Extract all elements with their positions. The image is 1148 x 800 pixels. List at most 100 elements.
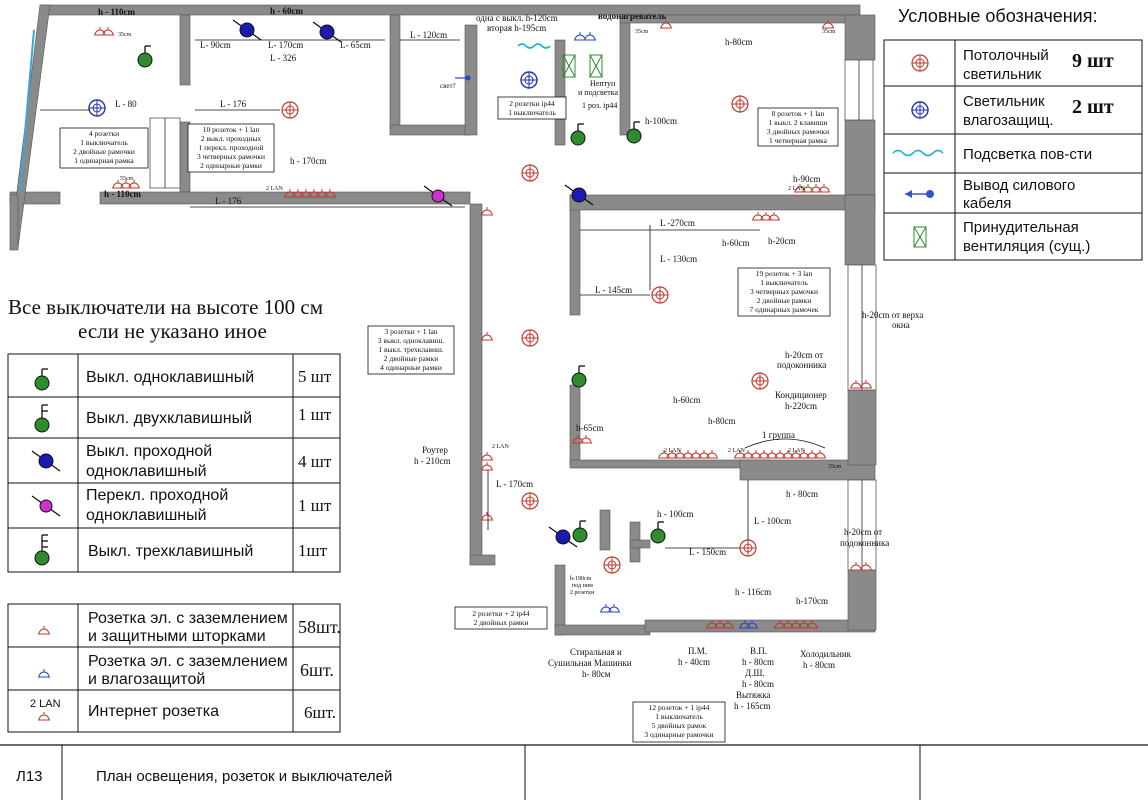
plan-label: L - 170cm <box>496 479 533 489</box>
socket-count: 6шт. <box>300 660 334 680</box>
socket-label: Розетка эл. с заземлением <box>88 653 288 670</box>
plan-notes: 4 розетки 1 выключатель 2 двойные рамочк… <box>59 96 839 743</box>
plan-label: h-190cm <box>570 576 592 582</box>
plan-label: подоконника <box>777 360 826 370</box>
legend-label: Принудительная <box>963 219 1079 236</box>
plan-label: h-90cm <box>793 174 821 184</box>
socket-legend: 2 LAN Розетка эл. с заземлением и защитн… <box>7 603 341 733</box>
svg-text:3 выкл. одноклавиш.: 3 выкл. одноклавиш. <box>378 336 445 345</box>
note-box: 8 розеток + 1 lan 1 выкл. 2 клавиши 3 дв… <box>757 107 839 147</box>
svg-text:2 розетки + 2 ip44: 2 розетки + 2 ip44 <box>472 609 530 618</box>
plan-label: h - 80cm <box>786 489 818 499</box>
plan-symbols <box>40 19 873 629</box>
switch-count: 5 шт <box>298 367 332 386</box>
plan-label: Стиральная и <box>570 647 622 657</box>
plan-label: 35cm <box>635 29 649 35</box>
sheet-number: Л13 <box>16 768 43 785</box>
plan-label: Кондиционер <box>775 390 827 400</box>
plan-label: Нептун <box>590 79 616 88</box>
plan-label: L - 120cm <box>410 30 447 40</box>
socket-count: 58шт. <box>298 617 341 637</box>
svg-text:7 одинарных рамочек: 7 одинарных рамочек <box>750 305 819 314</box>
plan-label: Д.Ш. <box>745 668 765 678</box>
svg-text:3 розетки + 1 lan: 3 розетки + 1 lan <box>384 327 437 336</box>
plan-label: L- 90cm <box>200 40 231 50</box>
plan-label: вторая h-195cm <box>487 23 546 33</box>
legend: Условные обозначения: Потолочный светиль… <box>883 6 1143 261</box>
svg-text:2 двойные рамки: 2 двойные рамки <box>384 354 438 363</box>
switch-count: 4 шт <box>298 452 332 471</box>
legend-label: влагозащищ. <box>963 112 1053 129</box>
plan-label: свет? <box>440 82 456 90</box>
walls <box>9 4 877 636</box>
plan-label: подоконника <box>840 538 889 548</box>
svg-text:3 двойных рамочки: 3 двойных рамочки <box>767 127 829 136</box>
plan-label: h - 116cm <box>735 587 771 597</box>
double-switch-icon <box>34 404 50 433</box>
plan-label: L- 170cm <box>268 40 303 50</box>
svg-text:4 розетки: 4 розетки <box>89 129 119 138</box>
plan-label: h - 165cm <box>734 701 771 711</box>
switch-count: 1 шт <box>298 496 332 515</box>
plan-label: L -270cm <box>660 218 695 228</box>
plan-label: окна <box>892 320 910 330</box>
plan-label: h - 110cm <box>98 7 136 17</box>
note-box: 2 розетки ip44 1 выключатель <box>497 96 567 120</box>
note-box: 12 розеток + 1 ip44 1 выключатель 5 двой… <box>632 701 726 743</box>
lan-socket-icon: 2 LAN <box>30 698 61 721</box>
svg-text:2 двойные рамочки: 2 двойные рамочки <box>73 147 135 156</box>
socket-count: 6шт. <box>304 703 336 722</box>
legend-title: Условные обозначения: <box>898 6 1097 26</box>
note-box: 19 розеток + 3 lan 1 выключатель 3 четве… <box>737 267 831 317</box>
plan-label: h-60cm <box>673 395 701 405</box>
sheet-title: План освещения, розеток и выключателей <box>96 768 392 785</box>
plan-label: 2 LAN <box>266 186 283 192</box>
legend-label: кабеля <box>963 195 1011 212</box>
plan-label: L - 176 <box>220 99 247 109</box>
note-box: 10 розеток + 1 lan 2 выкл. проходных 1 п… <box>187 123 275 173</box>
forced-ventilation-icon <box>913 226 927 248</box>
svg-text:3 четверных рамочки: 3 четверных рамочки <box>750 287 818 296</box>
plan-label: h-60cm <box>722 238 750 248</box>
switch-label: Выкл. проходной <box>86 443 212 460</box>
legend-label: вентиляция (сущ.) <box>963 238 1090 255</box>
plan-label: Сушильная Машинки <box>548 658 632 668</box>
plan-label: h-20cm от <box>785 350 823 360</box>
plan-label: L - 80 <box>115 99 137 109</box>
plan-label: h - 80cm <box>742 679 774 689</box>
plan-label: Вытяжка <box>736 690 770 700</box>
plan-label: 2 LAN <box>788 448 805 454</box>
plan-label: В.П. <box>750 646 767 656</box>
legend-count: 2 шт <box>1072 96 1114 118</box>
svg-text:1 перекл. проходной: 1 перекл. проходной <box>198 143 263 152</box>
legend-label: светильник <box>963 66 1042 83</box>
plan-label: 2 LAN <box>788 186 805 192</box>
plan-label: L - 176 <box>215 196 242 206</box>
plan-label: 2 LAN <box>728 448 745 454</box>
switch-heading: Все выключатели на высоте 100 см <box>8 295 323 319</box>
svg-text:2 одинарные рамки: 2 одинарные рамки <box>200 161 262 170</box>
svg-text:1 выключатель: 1 выключатель <box>80 138 128 147</box>
legend-label: Светильник <box>963 93 1045 110</box>
plan-label: h - 210cm <box>414 456 451 466</box>
switch-label: одноклавишный <box>86 463 207 480</box>
svg-text:1 выключатель: 1 выключатель <box>655 712 703 721</box>
svg-text:4 одинарные рамки: 4 одинарные рамки <box>380 363 442 372</box>
plan-label: 35cm <box>828 464 842 470</box>
plan-label: и подсветка <box>578 88 618 97</box>
plan-label: Роутер <box>422 445 448 455</box>
svg-text:5 двойных рамок: 5 двойных рамок <box>652 721 707 730</box>
plan-label: 2 розетки <box>570 590 595 596</box>
svg-text:12 розеток + 1 ip44: 12 розеток + 1 ip44 <box>649 703 710 712</box>
svg-text:1 выкл. 2 клавиши: 1 выкл. 2 клавиши <box>768 118 827 127</box>
legend-label: Вывод силового <box>963 177 1075 194</box>
svg-text:2 розетки ip44: 2 розетки ip44 <box>509 99 555 108</box>
plan-labels: h - 110cm h - 60cm 35cm L- 90cm L- 170cm… <box>98 6 923 711</box>
socket-label: и защитными шторками <box>88 628 266 645</box>
plan-label: h-80cm <box>708 416 736 426</box>
svg-text:1 выключатель: 1 выключатель <box>760 278 808 287</box>
legend-label: Потолочный <box>963 47 1049 64</box>
legend-label: Подсветка пов-сти <box>963 146 1092 163</box>
svg-text:1 одинарная рамка: 1 одинарная рамка <box>74 156 134 165</box>
